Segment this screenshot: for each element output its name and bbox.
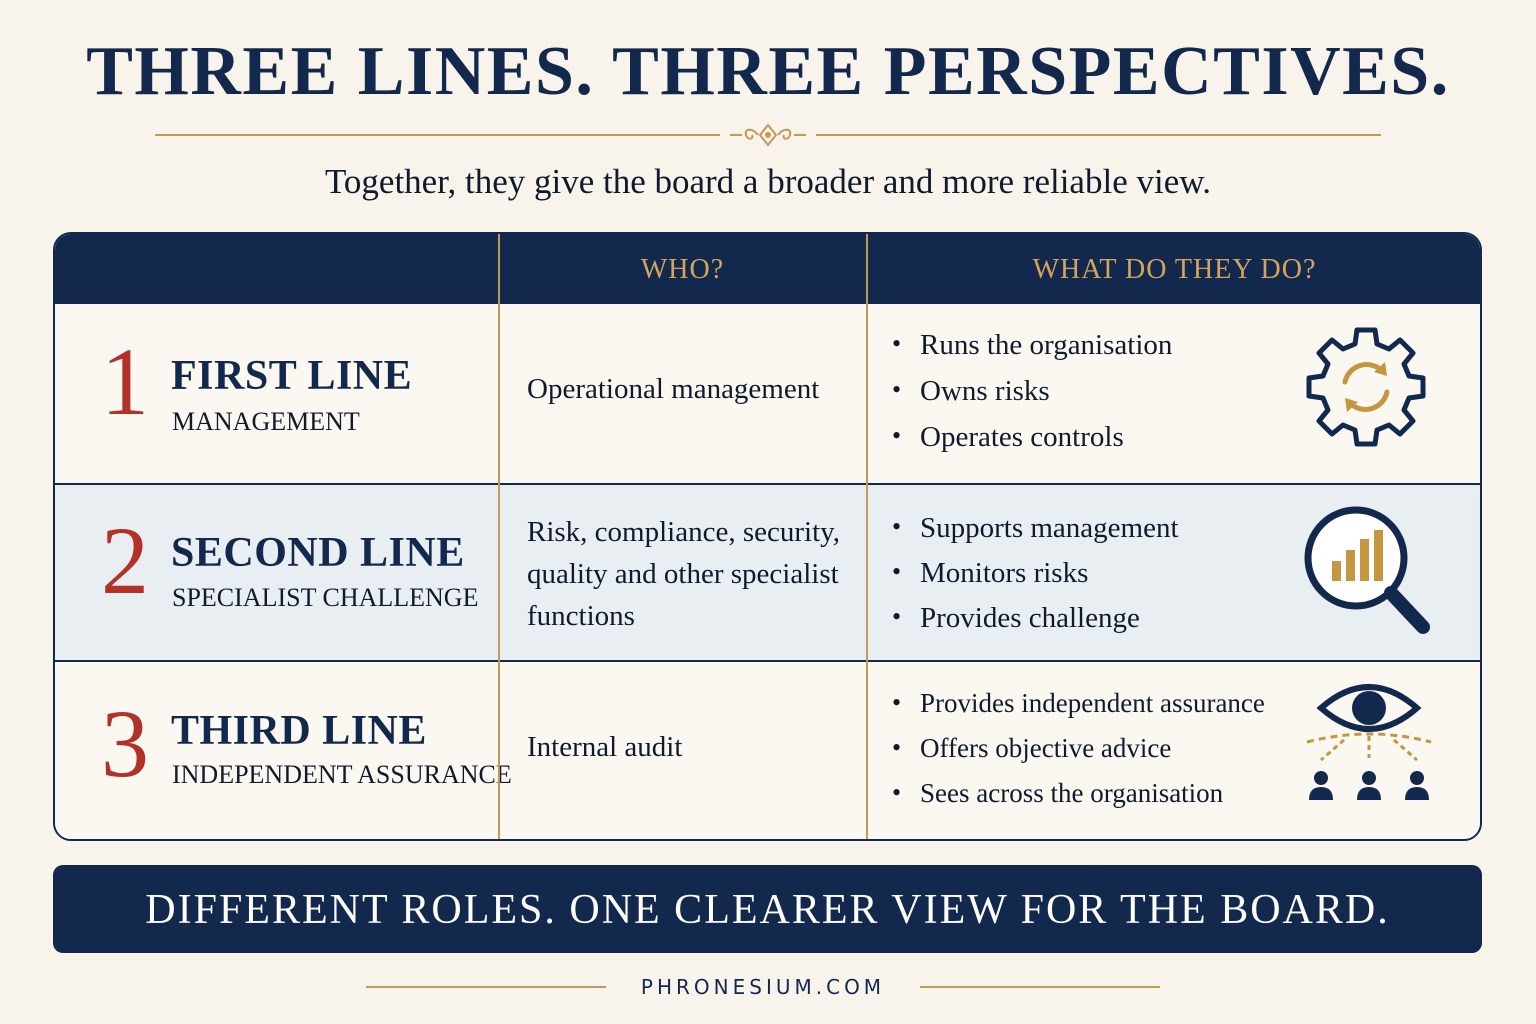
- table-row-third-line: 3 THIRD LINE INDEPENDENT ASSURANCE Inter…: [55, 662, 1480, 839]
- line-subtitle: MANAGEMENT: [172, 407, 360, 436]
- header-what: WHAT DO THEY DO?: [1032, 254, 1317, 285]
- footer-text: DIFFERENT ROLES. ONE CLEARER VIEW FOR TH…: [145, 887, 1390, 933]
- column-divider: [498, 234, 500, 839]
- list-item: •Runs the organisation: [892, 329, 1173, 361]
- bullet-list: •Provides independent assurance •Offers …: [890, 688, 1265, 823]
- list-item: •Provides challenge: [892, 602, 1140, 634]
- website-row: PHRONESIUM.COM: [366, 972, 1160, 1002]
- bullet-list: •Supports management •Monitors risks •Pr…: [890, 512, 1179, 647]
- footer-banner: DIFFERENT ROLES. ONE CLEARER VIEW FOR TH…: [53, 865, 1482, 953]
- line-subtitle: SPECIALIST CHALLENGE: [172, 583, 479, 612]
- gear-cycle-icon: [1306, 327, 1426, 447]
- who-text: Risk, compliance, security, quality and …: [527, 516, 841, 632]
- table-row-second-line: 2 SECOND LINE SPECIALIST CHALLENGE Risk,…: [55, 483, 1480, 662]
- list-item: •Supports management: [892, 512, 1179, 544]
- website-line-left: [366, 986, 606, 988]
- eye-people-icon: [1306, 684, 1432, 800]
- website-link[interactable]: PHRONESIUM.COM: [640, 975, 886, 999]
- three-lines-table: WHO? WHAT DO THEY DO? 1 FIRST LINE MANAG…: [53, 232, 1482, 841]
- divider-line-right: [816, 134, 1381, 136]
- table-header: WHO? WHAT DO THEY DO?: [55, 234, 1480, 304]
- list-item: •Operates controls: [892, 421, 1124, 453]
- list-item: •Sees across the organisation: [892, 778, 1224, 808]
- website-line-right: [920, 986, 1160, 988]
- table-row-first-line: 1 FIRST LINE MANAGEMENT Operational mana…: [55, 304, 1480, 483]
- who-text: Operational management: [527, 373, 820, 405]
- line-title: FIRST LINE: [171, 353, 413, 399]
- bullet-list: •Runs the organisation •Owns risks •Oper…: [890, 329, 1172, 467]
- who-text: Internal audit: [527, 731, 683, 763]
- title-divider: [155, 120, 1381, 150]
- line-number: 1: [101, 328, 149, 435]
- list-item: •Owns risks: [892, 375, 1050, 407]
- line-number: 2: [101, 507, 149, 614]
- list-item: •Provides independent assurance: [892, 688, 1265, 718]
- magnifier-chart-icon: [1304, 506, 1430, 634]
- header-who: WHO?: [640, 254, 725, 285]
- column-divider: [866, 234, 868, 839]
- ornament-icon: [730, 123, 806, 147]
- list-item: •Offers objective advice: [892, 733, 1172, 763]
- line-number: 3: [101, 690, 149, 797]
- line-title: SECOND LINE: [171, 530, 465, 576]
- divider-line-left: [155, 134, 720, 136]
- page-title: THREE LINES. THREE PERSPECTIVES.: [86, 33, 1450, 110]
- subtitle: Together, they give the board a broader …: [324, 162, 1211, 201]
- list-item: •Monitors risks: [892, 557, 1089, 589]
- line-title: THIRD LINE: [171, 708, 427, 754]
- line-subtitle: INDEPENDENT ASSURANCE: [172, 760, 512, 789]
